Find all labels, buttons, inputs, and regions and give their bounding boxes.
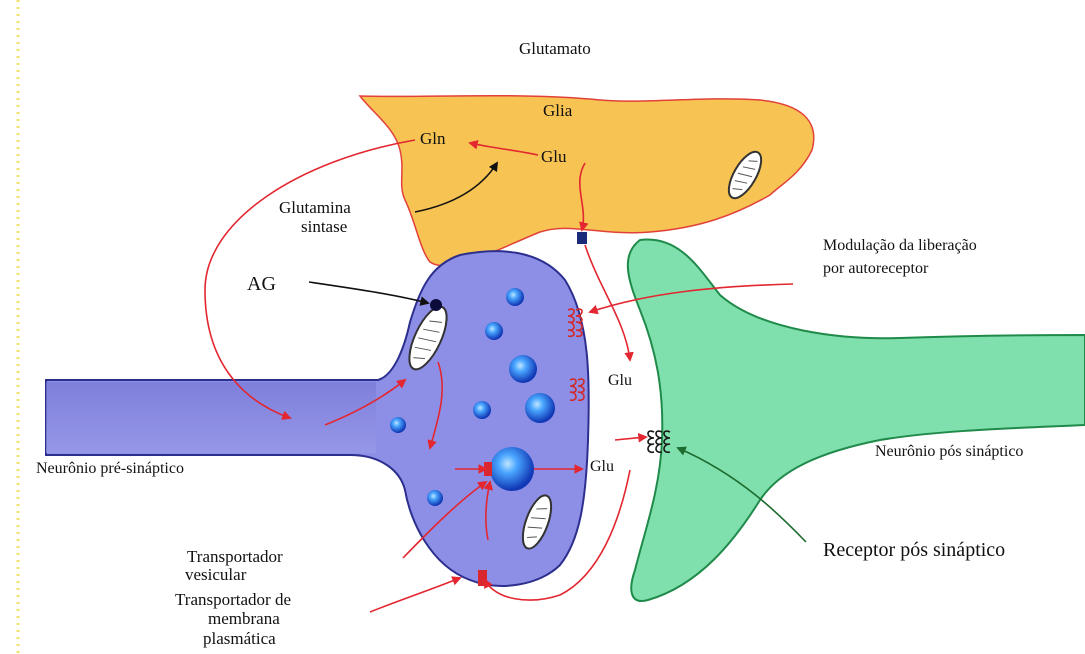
label-transp-membrana-3: plasmática (203, 629, 276, 648)
label-neuronio-pre: Neurônio pré-sináptico (36, 460, 184, 477)
arrow-membrane-transporter (370, 578, 460, 612)
title-glutamato: Glutamato (519, 39, 591, 58)
ag-dot (430, 299, 442, 311)
glial-transporter (577, 232, 587, 244)
presynaptic-axon-shade (46, 382, 376, 453)
label-transp-membrana-2: membrana (208, 609, 280, 628)
label-glutamina: Glutamina (279, 198, 351, 217)
label-gln: Gln (420, 129, 446, 148)
label-transp-vesicular-2: vesicular (185, 565, 247, 584)
label-modulacao-1: Modulação da liberação (823, 237, 977, 254)
label-glia: Glia (543, 101, 573, 120)
membrane-transporter-mark (478, 570, 487, 586)
label-ag: AG (247, 273, 276, 295)
label-sintase: sintase (301, 217, 347, 236)
label-glu-cleft: Glu (608, 372, 632, 389)
label-modulacao-2: por autoreceptor (823, 260, 929, 277)
label-neuronio-pos: Neurônio pós sináptico (875, 443, 1023, 460)
label-receptor-pos: Receptor pós sináptico (823, 539, 1005, 561)
arrow-cleft-to-receptor (615, 437, 646, 440)
arrow-ag (309, 282, 428, 303)
label-transp-membrana-1: Transportador de (175, 590, 291, 609)
label-glu-release: Glu (590, 458, 614, 475)
label-glu-glia: Glu (541, 147, 567, 166)
label-transp-vesicular-1: Transportador (187, 547, 283, 566)
large-vesicle (490, 447, 534, 491)
